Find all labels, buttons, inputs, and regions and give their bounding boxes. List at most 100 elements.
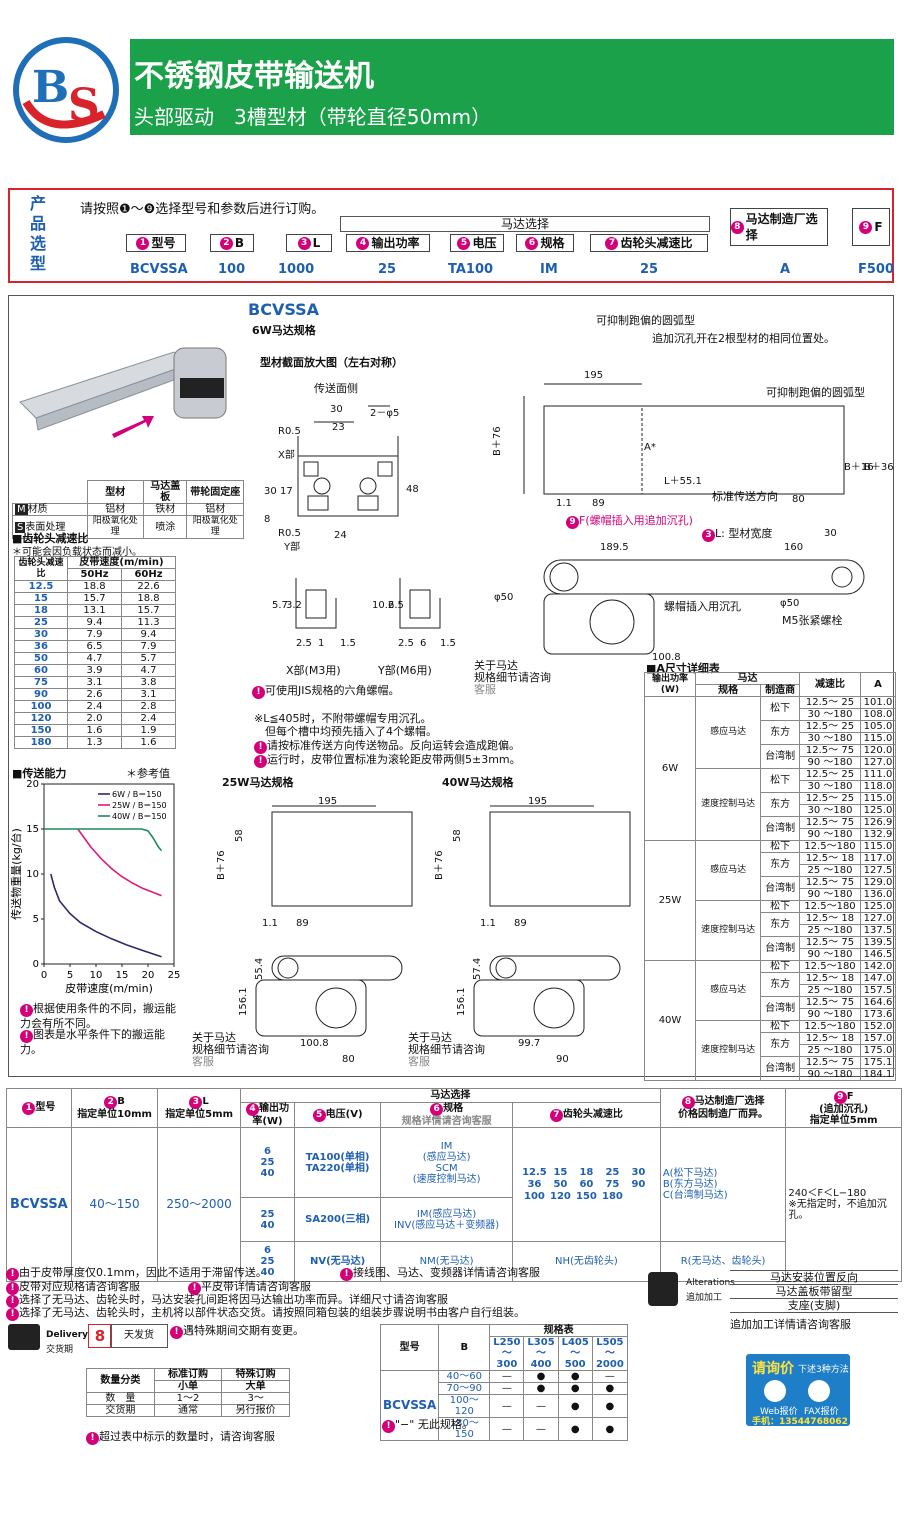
y-tick-label: 10 xyxy=(26,869,39,880)
svg-text:B＋36: B＋36 xyxy=(864,462,894,473)
selection-number: 1 xyxy=(136,236,150,250)
a-maker: 东方 xyxy=(760,852,800,877)
a-maker: 松下 xyxy=(760,840,800,853)
inquiry-box[interactable]: 请询价 下述3种方法 Web报价 FAX报价 手机：13544768062 xyxy=(746,1354,850,1427)
conveyor-photo xyxy=(14,330,244,450)
alteration-item[interactable]: 马达盖板带留型 xyxy=(730,1285,898,1299)
table-cell: 164.6 xyxy=(860,996,896,1009)
material-cell: 铝材 xyxy=(186,503,244,516)
ratio-option[interactable]: 60 xyxy=(579,1179,594,1190)
material-name-s: 表面处理 xyxy=(25,521,66,533)
table-cell: 15.7 xyxy=(67,592,122,605)
selection-value-8: A xyxy=(780,262,791,277)
table-cell: 12.5～ 75 xyxy=(799,816,861,829)
ratio-option[interactable]: 180 xyxy=(601,1191,623,1202)
svg-text:89: 89 xyxy=(514,918,527,929)
order-ratios: 12.5 15 18 25 30 36 50 60 75 90 100 120 150 180 xyxy=(512,1127,661,1242)
ratio-option[interactable]: 15 xyxy=(553,1167,568,1178)
table-cell: 3.1 xyxy=(67,676,122,689)
table-cell: 2.8 xyxy=(121,700,176,713)
table-cell: 12.5～ 75 xyxy=(799,1056,861,1069)
svg-text:58: 58 xyxy=(452,829,463,842)
svg-text:Y部: Y部 xyxy=(283,540,300,553)
table-cell: 7.9 xyxy=(67,628,122,641)
ratio-option[interactable]: 50 xyxy=(553,1179,568,1190)
alteration-item[interactable]: 支座(支脚) xyxy=(730,1299,898,1313)
table-cell: 11.3 xyxy=(121,616,176,629)
table-cell: 12.5～ 75 xyxy=(799,996,861,1009)
ratio-option[interactable]: 18 xyxy=(579,1167,594,1178)
ratio-option[interactable]: 75 xyxy=(605,1179,620,1190)
svg-text:2.5: 2.5 xyxy=(296,638,312,649)
a-power: 25W xyxy=(644,840,696,961)
spec-model: BCVSSA xyxy=(248,300,320,319)
l-note-2: 但每个槽中均预先插入了4个螺帽。 xyxy=(254,725,437,738)
capacity-ref: ＊参考值 xyxy=(126,767,170,780)
delivery-sub-0: 小单 xyxy=(153,1380,223,1393)
ratio-option[interactable]: 36 xyxy=(527,1179,542,1190)
table-cell: 152.0 xyxy=(860,1020,896,1033)
ratio-option[interactable]: 90 xyxy=(631,1179,646,1190)
selection-number: 7 xyxy=(605,236,619,250)
ratio-option[interactable]: 100 xyxy=(523,1191,545,1202)
delivery-days: 8 xyxy=(88,1324,112,1348)
table-cell: — xyxy=(591,1370,629,1383)
table-cell: 2.6 xyxy=(67,688,122,701)
svg-text:195: 195 xyxy=(584,370,603,381)
delivery-head-0: 数量分类 xyxy=(86,1368,155,1393)
table-cell: 108.0 xyxy=(860,708,896,721)
a-spec: 速度控制马达 xyxy=(694,900,762,961)
table-cell: 2.4 xyxy=(121,712,176,725)
size-note: !"−" 无此规格。 xyxy=(382,1418,473,1433)
table-cell: 157.5 xyxy=(860,984,896,997)
selection-number: 8 xyxy=(731,220,744,234)
selection-label: 规格 xyxy=(540,236,565,250)
ratio-option[interactable]: 150 xyxy=(575,1191,597,1202)
table-cell: 125.0 xyxy=(860,900,896,913)
table-cell: 117.0 xyxy=(860,852,896,865)
a-maker: 松下 xyxy=(760,696,800,721)
ratio-option[interactable]: 120 xyxy=(549,1191,571,1202)
table-cell: 90 xyxy=(14,688,68,701)
selection-value-4: 25 xyxy=(378,262,397,277)
ratio-option[interactable]: 12.5 xyxy=(522,1167,547,1178)
order-makers: A(松下马达) B(东方马达) C(台湾制马达) xyxy=(659,1127,787,1242)
a-spec: 感应马达 xyxy=(694,696,762,769)
delivery-note: !超过表中标示的数量时，请咨询客服 xyxy=(86,1430,275,1445)
table-cell: 120.0 xyxy=(860,744,896,757)
table-cell: 40～60 xyxy=(438,1370,491,1383)
ratio-option[interactable]: 25 xyxy=(605,1167,620,1178)
table-cell: 12.5～ 18 xyxy=(799,1032,861,1045)
order-spec-0: IM (感应马达) SCM (速度控制马达) xyxy=(380,1127,514,1198)
ratio-option[interactable]: 30 xyxy=(631,1167,646,1178)
alteration-item[interactable]: 马达安装位置反向 xyxy=(730,1270,898,1285)
order-power-2: 6 25 40 xyxy=(239,1241,296,1282)
alterations-list: 马达安装位置反向 马达盖板带留型 支座(支脚) xyxy=(730,1270,898,1313)
table-cell: 90 ～180 xyxy=(799,948,861,961)
delivery-label: Delivery xyxy=(46,1330,89,1340)
delivery-cell: 数 量 xyxy=(86,1392,155,1405)
selection-number: 9 xyxy=(859,220,873,234)
transport-side: 传送面侧 xyxy=(314,382,358,395)
svg-text:30: 30 xyxy=(824,528,837,539)
web-icon xyxy=(764,1380,786,1402)
selection-number: 4 xyxy=(356,236,370,250)
table-cell: 25 xyxy=(14,616,68,629)
selection-number: 3 xyxy=(297,236,311,250)
